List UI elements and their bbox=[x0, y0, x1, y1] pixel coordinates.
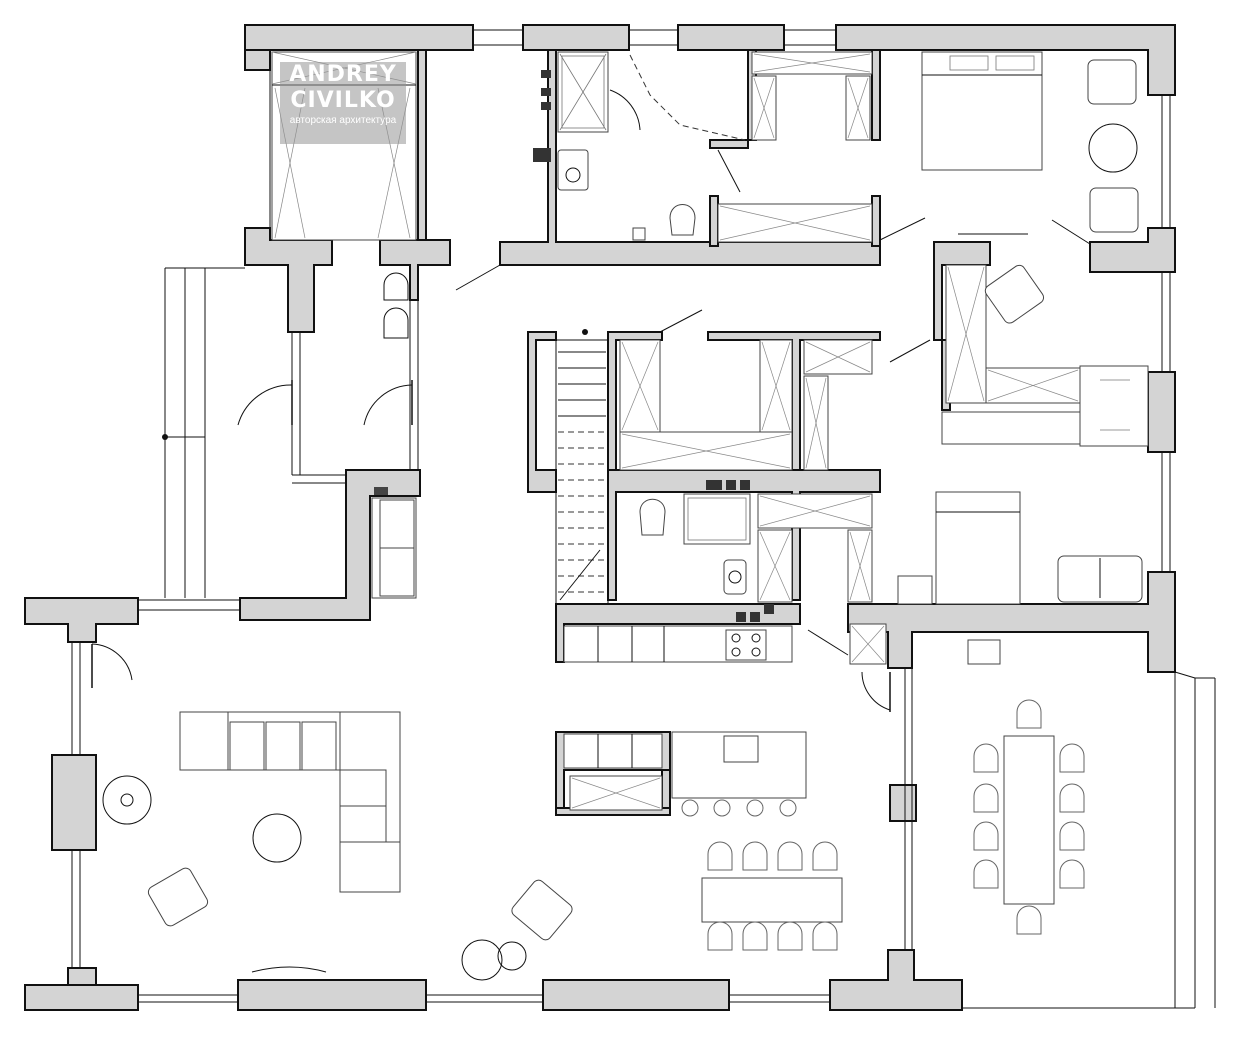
vestibule bbox=[162, 267, 419, 599]
chair-icon bbox=[1059, 743, 1085, 773]
chair-icon bbox=[973, 783, 999, 813]
living-room bbox=[91, 643, 891, 981]
windows bbox=[71, 29, 1216, 1009]
dining-right bbox=[973, 699, 1085, 935]
chair-icon bbox=[777, 921, 803, 951]
kitchen bbox=[563, 604, 807, 817]
chair-icon bbox=[1059, 859, 1085, 889]
chair-icon bbox=[973, 743, 999, 773]
stove-icon bbox=[725, 629, 767, 661]
bathroom-central bbox=[639, 480, 751, 595]
armchair-icon bbox=[1087, 59, 1137, 105]
chair-icon bbox=[742, 841, 768, 871]
chair-icon bbox=[707, 841, 733, 871]
bed-icon bbox=[921, 51, 1043, 171]
walls bbox=[24, 24, 1176, 1011]
chair-icon bbox=[1059, 821, 1085, 851]
logo-line1: ANDREY bbox=[289, 62, 397, 87]
logo-tagline: авторская архитектура bbox=[289, 115, 397, 126]
study bbox=[889, 264, 1149, 447]
chair-icon bbox=[1016, 699, 1042, 729]
logo-watermark: ANDREY CIVILKO авторская архитектура bbox=[280, 62, 406, 144]
chair-icon bbox=[812, 841, 838, 871]
chair-icon bbox=[742, 921, 768, 951]
chair-icon bbox=[973, 859, 999, 889]
chair-icon bbox=[707, 921, 733, 951]
dining-table-icon bbox=[701, 841, 843, 951]
chair-icon bbox=[777, 841, 803, 871]
bathroom-top bbox=[533, 51, 746, 241]
closets-lower bbox=[757, 493, 887, 665]
wardrobes-upper bbox=[717, 51, 926, 243]
logo-line2: CIVILKO bbox=[290, 88, 396, 113]
chair-icon bbox=[1016, 905, 1042, 935]
chair-icon bbox=[973, 821, 999, 851]
sofa-icon bbox=[179, 711, 401, 893]
bedroom-2 bbox=[897, 491, 1143, 665]
closets-central bbox=[619, 309, 873, 471]
stair-icon bbox=[555, 329, 609, 605]
chair-icon bbox=[812, 921, 838, 951]
bedroom-top bbox=[455, 51, 1139, 291]
chair-icon bbox=[1059, 783, 1085, 813]
